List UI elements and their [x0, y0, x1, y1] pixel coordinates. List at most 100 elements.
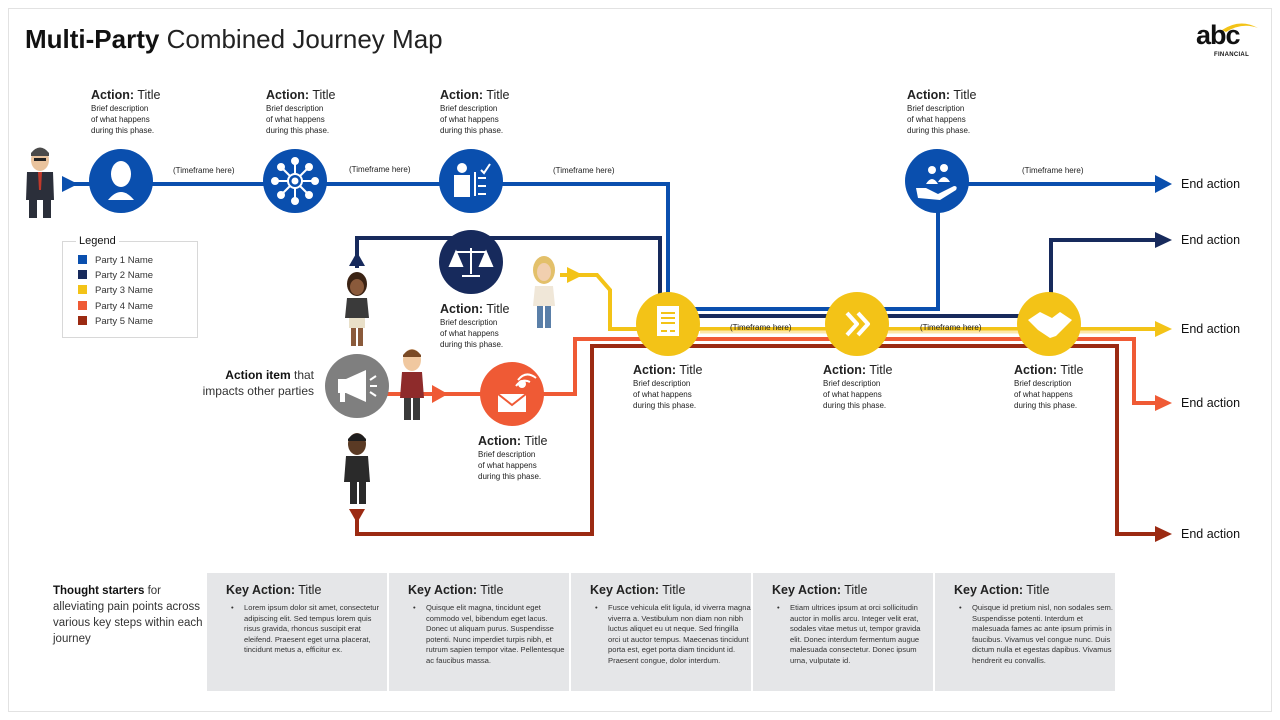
title-bold: Multi-Party	[25, 24, 160, 54]
action-desc-line3: during this phase.	[440, 126, 504, 135]
key-action-body: Quisque id pretium nisl, non sodales sem…	[972, 603, 1113, 665]
action-desc-line3: during this phase.	[440, 340, 504, 349]
title-light: Combined Journey Map	[166, 24, 443, 54]
action-desc-line2: of what happens	[478, 461, 537, 470]
legend-item-label: Party 3 Name	[95, 285, 154, 296]
timeframe-label: (Timeframe here)	[1022, 166, 1084, 175]
party5-path	[355, 344, 1157, 536]
action-label: Action:	[266, 88, 310, 102]
key-action-bullet: •Etiam ultrices ipsum at orci sollicitud…	[777, 603, 921, 665]
end-action-party2: End action	[1181, 233, 1241, 247]
action-title: Title	[312, 88, 336, 102]
page-title: Multi-Party Combined Journey Map	[25, 24, 443, 55]
key-action-bullet: •Quisque id pretium nisl, non sodales se…	[959, 603, 1113, 665]
key-action-box-1: Key Action: Title •Lorem ipsum dolor sit…	[207, 573, 387, 691]
action-desc-line1: Brief description	[1014, 379, 1072, 388]
key-action-box-2: Key Action: Title •Quisque elit magna, t…	[389, 573, 569, 691]
document-icon	[657, 306, 679, 336]
step4-circle[interactable]	[905, 149, 969, 213]
abc-financial-logo: abc FINANCIAL	[1192, 20, 1262, 60]
party3-path	[560, 273, 1157, 331]
action-desc-line2: of what happens	[266, 115, 325, 124]
action-desc-line2: of what happens	[91, 115, 150, 124]
thought-rest: for alleviating pain points across vario…	[53, 585, 203, 645]
party4-end-arrow	[1155, 395, 1172, 411]
action-title: Title	[524, 434, 548, 448]
party5-end-arrow	[1155, 526, 1172, 542]
legend-item-label: Party 5 Name	[95, 316, 154, 327]
action-desc-line1: Brief description	[633, 379, 691, 388]
action-desc-line3: during this phase.	[907, 126, 971, 135]
scales-of-justice-icon	[448, 248, 494, 277]
action-label: Action:	[440, 88, 484, 102]
timeframe-label: (Timeframe here)	[730, 323, 792, 332]
slide-frame	[8, 8, 1272, 712]
action-label: Action:	[478, 434, 522, 448]
action-item-impact-note: Action item that impacts other parties	[186, 367, 314, 399]
action-desc-line2: of what happens	[440, 115, 499, 124]
logo-subtext: FINANCIAL	[1214, 52, 1250, 58]
key-action-bullet: •Quisque elit magna, tincidunt eget comm…	[413, 603, 565, 665]
key-action-label: Key Action:	[772, 583, 841, 597]
megaphone-icon	[338, 370, 377, 402]
action-label: Action:	[907, 88, 951, 102]
legend: Legend Party 1 Name Party 2 Name Party 3…	[62, 235, 198, 338]
action-title: Title	[679, 363, 703, 377]
action-desc-line1: Brief description	[440, 104, 498, 113]
party1-avatar-businessman	[26, 147, 54, 218]
impact-rest: that impacts other parties	[202, 368, 314, 398]
legend-item-label: Party 1 Name	[95, 255, 154, 266]
key-action-title: Title	[1026, 583, 1050, 597]
party2-end-arrow	[1155, 232, 1172, 248]
action-desc-line2: of what happens	[823, 390, 882, 399]
fast-forward-icon	[845, 311, 870, 337]
impact-bold: Action item	[225, 368, 291, 382]
action-document: Action: Title Brief description of what h…	[633, 362, 702, 411]
key-action-box-5: Key Action: Title •Quisque id pretium ni…	[935, 573, 1115, 691]
key-action-bullet: •Fusce vehicula elit ligula, id viverra …	[595, 603, 751, 665]
timeframe-label: (Timeframe here)	[553, 166, 615, 175]
action-desc-line1: Brief description	[266, 104, 324, 113]
party2-arrow-up	[349, 252, 365, 266]
timeframe-label: (Timeframe here)	[173, 166, 235, 175]
action-desc-line3: during this phase.	[266, 126, 330, 135]
legend-swatch	[78, 316, 87, 325]
action-label: Action:	[633, 363, 677, 377]
party2-avatar-woman	[345, 272, 369, 346]
legend-swatch	[78, 301, 87, 310]
action-label: Action:	[440, 302, 484, 316]
key-action-box-4: Key Action: Title •Etiam ultrices ipsum …	[753, 573, 933, 691]
legend-swatch	[78, 285, 87, 294]
action-label: Action:	[91, 88, 135, 102]
key-action-body: Fusce vehicula elit ligula, id viverra m…	[608, 603, 751, 665]
legend-item: Party 1 Name	[78, 255, 153, 266]
party3-end-arrow	[1155, 321, 1172, 337]
legend-item: Party 3 Name	[78, 285, 153, 296]
action-desc-line1: Brief description	[823, 379, 881, 388]
party5-arrow-down	[349, 509, 365, 523]
key-action-body: Quisque elit magna, tincidunt eget commo…	[426, 603, 565, 665]
key-action-label: Key Action:	[954, 583, 1023, 597]
legend-item-label: Party 4 Name	[95, 301, 154, 312]
action-desc-line2: of what happens	[633, 390, 692, 399]
logo-text: abc	[1196, 20, 1241, 50]
party3-avatar-blonde-woman	[533, 256, 555, 328]
timeframe-label: (Timeframe here)	[920, 323, 982, 332]
action-desc-line2: of what happens	[1014, 390, 1073, 399]
action-step2: Action: Title Brief description of what h…	[266, 87, 335, 136]
hand-people-icon	[916, 164, 957, 200]
step3-circle[interactable]	[439, 149, 503, 213]
party1-path	[62, 182, 1157, 311]
legend-item: Party 2 Name	[78, 270, 153, 281]
timeframe-label: (Timeframe here)	[349, 165, 411, 174]
action-title: Title	[869, 363, 893, 377]
thought-starters-note: Thought starters for alleviating pain po…	[53, 583, 203, 647]
action-desc-line3: during this phase.	[478, 472, 542, 481]
action-title: Title	[1060, 363, 1084, 377]
action-desc-line1: Brief description	[440, 318, 498, 327]
legend-swatch	[78, 270, 87, 279]
